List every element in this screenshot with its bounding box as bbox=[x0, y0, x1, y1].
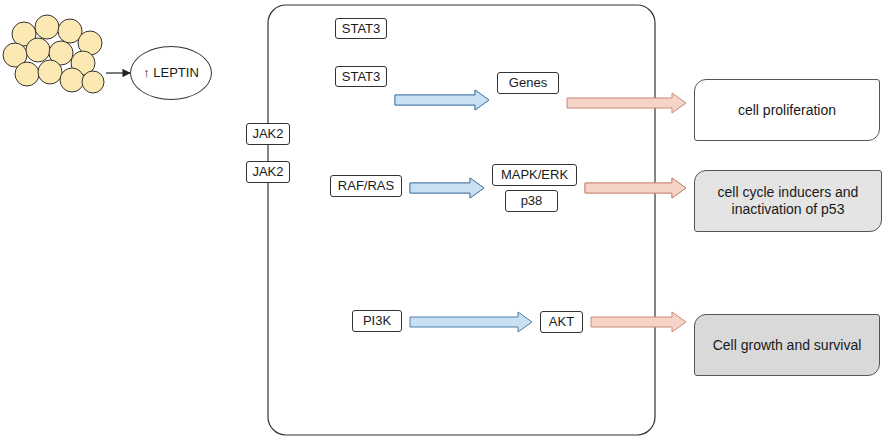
block-arrow bbox=[395, 90, 489, 110]
node-label: AKT bbox=[549, 314, 574, 330]
block-arrow bbox=[410, 178, 484, 198]
block-arrow bbox=[395, 90, 489, 110]
protein-box: AKT bbox=[540, 311, 583, 333]
block-arrow bbox=[585, 178, 686, 198]
node-label: RAF/RAS bbox=[338, 178, 394, 194]
protein-box: MAPK/ERK bbox=[492, 164, 577, 186]
protein-box: RAF/RAS bbox=[330, 175, 402, 197]
node-label: p38 bbox=[521, 193, 543, 209]
node-label: Cell growth and survival bbox=[705, 337, 870, 354]
protein-box: JAK2 bbox=[246, 123, 290, 145]
node-label: STAT3 bbox=[342, 21, 381, 37]
hormone-ellipse: ↑ LEPTIN bbox=[130, 46, 212, 100]
node-label: PI3K bbox=[363, 313, 391, 329]
block-arrow bbox=[585, 178, 686, 198]
block-arrow bbox=[410, 178, 484, 198]
node-label: JAK2 bbox=[252, 126, 283, 142]
cell-outline bbox=[268, 5, 655, 435]
protein-box: STAT3 bbox=[335, 18, 387, 39]
node-label: JAK2 bbox=[252, 164, 283, 180]
node-label: cell cycle inducers and inactivation of … bbox=[695, 184, 881, 218]
protein-box: p38 bbox=[505, 190, 558, 212]
block-arrow bbox=[567, 93, 686, 113]
node-label: cell proliferation bbox=[730, 102, 844, 119]
protein-box: JAK2 bbox=[246, 161, 290, 183]
protein-box: PI3K bbox=[352, 310, 402, 332]
outcome-box: cell cycle inducers and inactivation of … bbox=[694, 170, 882, 232]
node-label: STAT3 bbox=[342, 69, 381, 85]
outcome-box: cell proliferation bbox=[694, 79, 880, 141]
adipocyte-cluster bbox=[3, 15, 104, 93]
node-label: ↑ LEPTIN bbox=[143, 65, 199, 81]
block-arrow bbox=[591, 312, 686, 332]
block-arrow bbox=[410, 312, 532, 332]
protein-box: STAT3 bbox=[335, 66, 387, 87]
outcome-box: Cell growth and survival bbox=[694, 314, 880, 376]
node-label: MAPK/ERK bbox=[501, 167, 568, 183]
node-label: Genes bbox=[509, 75, 547, 91]
protein-box: Genes bbox=[497, 72, 559, 94]
secretion-arrow bbox=[106, 72, 130, 73]
